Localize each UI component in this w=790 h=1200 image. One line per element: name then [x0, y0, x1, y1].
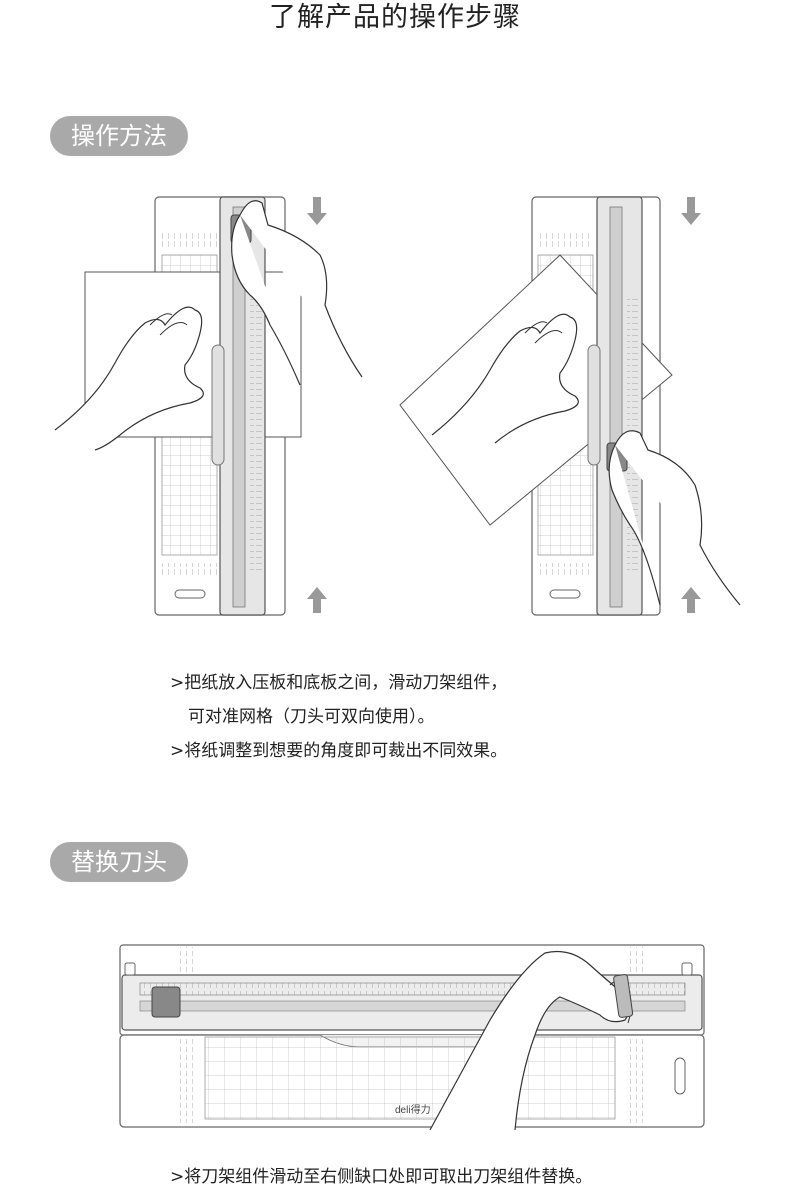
arrow-down-icon — [307, 197, 327, 225]
page-title: 了解产品的操作步骤 — [0, 0, 790, 36]
trimmer-right — [400, 197, 740, 615]
step-text: >将刀架组件滑动至右侧缺口处即可取出刀架组件替换。 — [170, 1160, 592, 1194]
step-text: >将纸调整到想要的角度即可裁出不同效果。 — [170, 734, 507, 768]
section-heading-operation: 操作方法 — [50, 116, 188, 156]
trimmer-left — [55, 197, 362, 615]
replace-blade-illustration: deli得力 — [0, 935, 790, 1135]
arrow-up-icon — [681, 587, 701, 613]
operation-steps: >把纸放入压板和底板之间，滑动刀架组件， 可对准网格（刀头可双向使用）。 >将纸… — [170, 666, 507, 768]
step-text: >把纸放入压板和底板之间，滑动刀架组件， — [170, 666, 507, 700]
section-heading-replace-blade: 替换刀头 — [50, 842, 188, 882]
operation-illustration — [0, 185, 790, 625]
arrow-up-icon — [307, 587, 327, 613]
arrow-down-icon — [681, 197, 701, 225]
replace-blade-steps: >将刀架组件滑动至右侧缺口处即可取出刀架组件替换。 — [170, 1160, 592, 1194]
step-text: 可对准网格（刀头可双向使用）。 — [170, 700, 507, 734]
brand-logo: deli得力 — [395, 1103, 431, 1116]
